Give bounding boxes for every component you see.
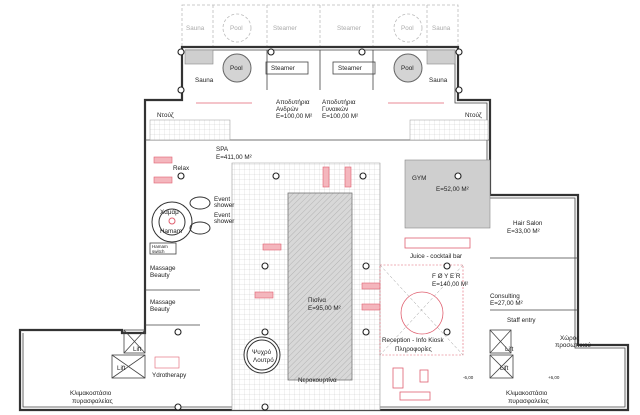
steamer-right-label: Steamer	[338, 65, 362, 72]
lift-4-label: Lift	[500, 365, 509, 372]
massage-2-line1: Massage	[150, 299, 176, 306]
reception-line2: Πληροφορίες	[395, 345, 432, 353]
hair-salon-area: Ε=33,00 Μ²	[507, 228, 540, 235]
pool-area: Ε=95,00 Μ²	[308, 305, 341, 312]
ghost-upper-level: Sauna Pool Steamer Steamer Pool Sauna	[181, 4, 459, 48]
changing-men-title: Αποδυτήρια	[276, 99, 310, 106]
spa-wing: SPA Ε=411,00 Μ² Relax Χαμάμ Hamam Event …	[145, 146, 252, 379]
level-foyer: -6,00	[463, 375, 474, 380]
hamam-latin-label: Hamam	[160, 228, 182, 235]
fire-stairs-right-line2: πυρασφαλείας	[508, 397, 549, 405]
ghost-steamer-right: Steamer	[337, 25, 361, 32]
right-wing: GYM Ε=52,00 Μ² Juice - cocktail bar Hair…	[379, 159, 591, 401]
staff-room-line1: Χώρος	[560, 334, 579, 342]
staff-entry-label: Staff entry	[507, 317, 536, 324]
event-shower-2-line2: shower	[214, 218, 234, 225]
fire-stairs-left-line1: Κλιμακοστάσιο	[70, 389, 112, 397]
cold-bath-line2: Λουτρό	[253, 356, 274, 364]
hamam-greek-label: Χαμάμ	[160, 208, 179, 216]
juice-bar-label: Juice - cocktail bar	[410, 253, 462, 260]
hamam-switch-line2: switch	[152, 249, 165, 254]
changing-men-subtitle: Ανδρών	[276, 105, 298, 113]
pool-hall: Πισίνα Ε=95,00 Μ² Ψυχρό Λουτρό Νεροκουρτ…	[231, 162, 381, 411]
sauna-left-label: Sauna	[195, 77, 214, 84]
relax-label: Relax	[173, 165, 190, 172]
hydrotherapy-label: Ydrotherapy	[152, 372, 187, 379]
cold-bath-line1: Ψυχρό	[252, 348, 272, 356]
gym-title: GYM	[412, 175, 426, 182]
level-staff: +6,00	[548, 375, 560, 380]
consulting-title: Consulting	[490, 293, 520, 300]
changing-women-title: Αποδυτήρια	[322, 99, 356, 106]
changing-women-subtitle: Γυναικών	[322, 105, 348, 113]
reception-line1: Reception - Info Kiosk	[382, 337, 444, 344]
ghost-pool-left: Pool	[230, 25, 243, 32]
shower-right-label: Ντούζ	[465, 111, 482, 119]
spa-area: Ε=411,00 Μ²	[216, 154, 252, 161]
water-curtain-label: Νεροκουρτίνα	[298, 376, 337, 384]
hair-salon-title: Hair Salon	[513, 220, 543, 227]
event-shower-1-line1: Event	[214, 196, 230, 203]
steamer-left-label: Steamer	[271, 65, 295, 72]
consulting-area: Ε=27,00 Μ²	[490, 300, 523, 307]
ghost-pool-right: Pool	[401, 25, 414, 32]
massage-2-line2: Beauty	[150, 306, 170, 313]
hamam-switch-line1: Hamam	[152, 244, 168, 249]
massage-1-line1: Massage	[150, 265, 176, 272]
pool-right-label: Pool	[401, 65, 414, 72]
changing-men-area: Ε=100,00 Μ²	[276, 113, 312, 120]
lift-2-label: Lift	[117, 365, 126, 372]
event-shower-2-line1: Event	[214, 212, 230, 219]
lift-3-label: Lift	[505, 346, 514, 353]
event-shower-1-line2: shower	[214, 202, 234, 209]
upper-wet-area: Pool Steamer Steamer Pool Sauna Sauna Απ…	[149, 49, 489, 141]
spa-title: SPA	[216, 146, 229, 153]
fire-stairs-right-line1: Κλιμακοστάσιο	[506, 389, 548, 397]
lifts-and-stairs: Lift Lift Lift Lift Κλιμακοστάσιο πυρασφ…	[70, 329, 549, 405]
gym-area: Ε=52,00 Μ²	[436, 186, 469, 193]
lift-1-label: Lift	[133, 346, 142, 353]
staff-room-line2: προσωπικού	[555, 341, 591, 349]
columns	[174, 48, 463, 411]
shower-left-label: Ντούζ	[157, 111, 174, 119]
massage-1-line2: Beauty	[150, 272, 170, 279]
sauna-right-label: Sauna	[429, 77, 448, 84]
changing-women-area: Ε=100,00 Μ²	[322, 113, 358, 120]
foyer-area: Ε=140,00 Μ²	[432, 281, 468, 288]
fire-stairs-left-line2: πυρασφαλείας	[72, 397, 113, 405]
ghost-sauna-right: Sauna	[432, 25, 451, 32]
foyer-title: F Ø Y E R	[432, 273, 461, 280]
ghost-steamer-left: Steamer	[273, 25, 297, 32]
pool-left-label: Pool	[230, 65, 243, 72]
ghost-sauna-left: Sauna	[186, 25, 205, 32]
pool-title: Πισίνα	[308, 296, 326, 304]
